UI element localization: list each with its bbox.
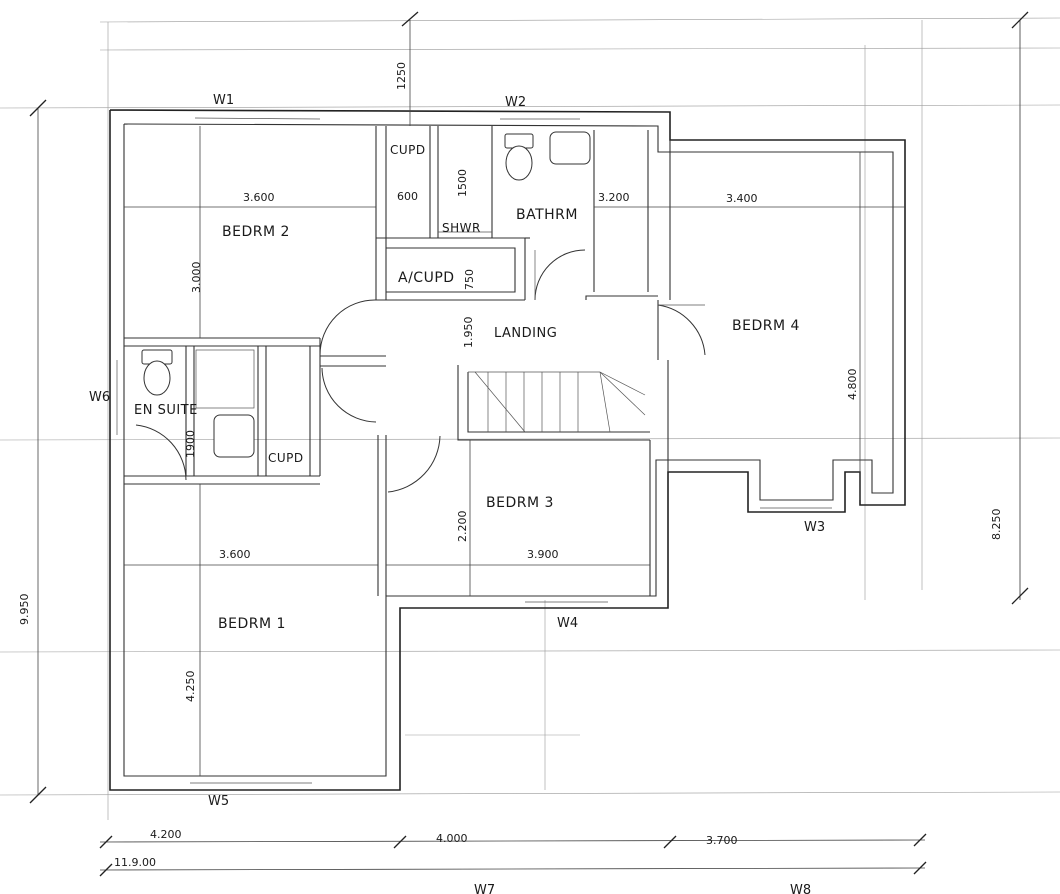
door-swings — [135, 249, 706, 493]
label-cupd-ensuite: CUPD — [268, 451, 304, 465]
fixtures — [141, 131, 591, 458]
dim-bottom-3: 3.700 — [706, 834, 738, 847]
dim-cupd-width: 600 — [397, 190, 418, 203]
label-bedrm3: BEDRM 3 — [486, 495, 554, 511]
dim-bottom-1: 4.200 — [150, 828, 182, 841]
window-labels: W1 W2 W3 W4 W5 W6 W7 W8 — [89, 93, 825, 894]
label-w1: W1 — [213, 93, 234, 108]
staircase — [468, 371, 646, 433]
dim-bottom-total: 11.9.00 — [114, 856, 156, 869]
label-bedrm2: BEDRM 2 — [222, 224, 290, 240]
dimension-lines — [29, 11, 1029, 877]
dim-overall-right: 8.250 — [990, 509, 1003, 541]
label-a-cupd: A/CUPD — [398, 270, 455, 286]
dim-bedrm3-width: 3.900 — [527, 548, 559, 561]
label-cupd-top: CUPD — [390, 143, 426, 157]
label-shwr: SHWR — [442, 221, 481, 235]
dim-bedrm3-depth: 2.200 — [456, 511, 469, 543]
dim-bedrm1-width: 3.600 — [219, 548, 251, 561]
label-landing: LANDING — [494, 326, 557, 341]
label-w7: W7 — [474, 883, 495, 894]
room-labels: BEDRM 2 CUPD SHWR BATHRM A/CUPD LANDING … — [134, 143, 800, 632]
window-openings — [116, 117, 832, 784]
dim-bedrm4-depth: 4.800 — [846, 369, 859, 401]
dim-top-offset: 1250 — [395, 62, 408, 90]
label-w5: W5 — [208, 794, 229, 809]
exterior-walls — [109, 109, 906, 791]
dim-landing-depth: 1.950 — [462, 317, 475, 349]
label-w2: W2 — [505, 95, 526, 110]
dim-overall-left: 9.950 — [18, 594, 31, 626]
dim-bottom-2: 4.000 — [436, 832, 468, 845]
dim-shwr-depth: 1500 — [456, 169, 469, 197]
dim-bedrm4-width: 3.400 — [726, 192, 758, 205]
dim-bathrm-width: 3.200 — [598, 191, 630, 204]
label-en-suite: EN SUITE — [134, 403, 198, 418]
dimension-labels: 1250 3.600 3.000 600 1500 3.200 3.400 75… — [18, 62, 1003, 869]
dim-bedrm2-depth: 3.000 — [190, 262, 203, 294]
reference-lines — [0, 17, 1060, 820]
label-w8: W8 — [790, 883, 811, 894]
dim-ensuite-depth: 1900 — [184, 430, 197, 458]
label-w6: W6 — [89, 390, 110, 405]
label-w3: W3 — [804, 520, 825, 535]
dim-bedrm1-depth: 4.250 — [184, 671, 197, 703]
label-bedrm4: BEDRM 4 — [732, 318, 800, 334]
dim-a-cupd-depth: 750 — [463, 269, 476, 290]
label-bathrm: BATHRM — [516, 207, 578, 223]
internal-walls — [124, 126, 659, 596]
label-w4: W4 — [557, 616, 578, 631]
dim-bedrm2-width: 3.600 — [243, 191, 275, 204]
label-bedrm1: BEDRM 1 — [218, 616, 286, 632]
